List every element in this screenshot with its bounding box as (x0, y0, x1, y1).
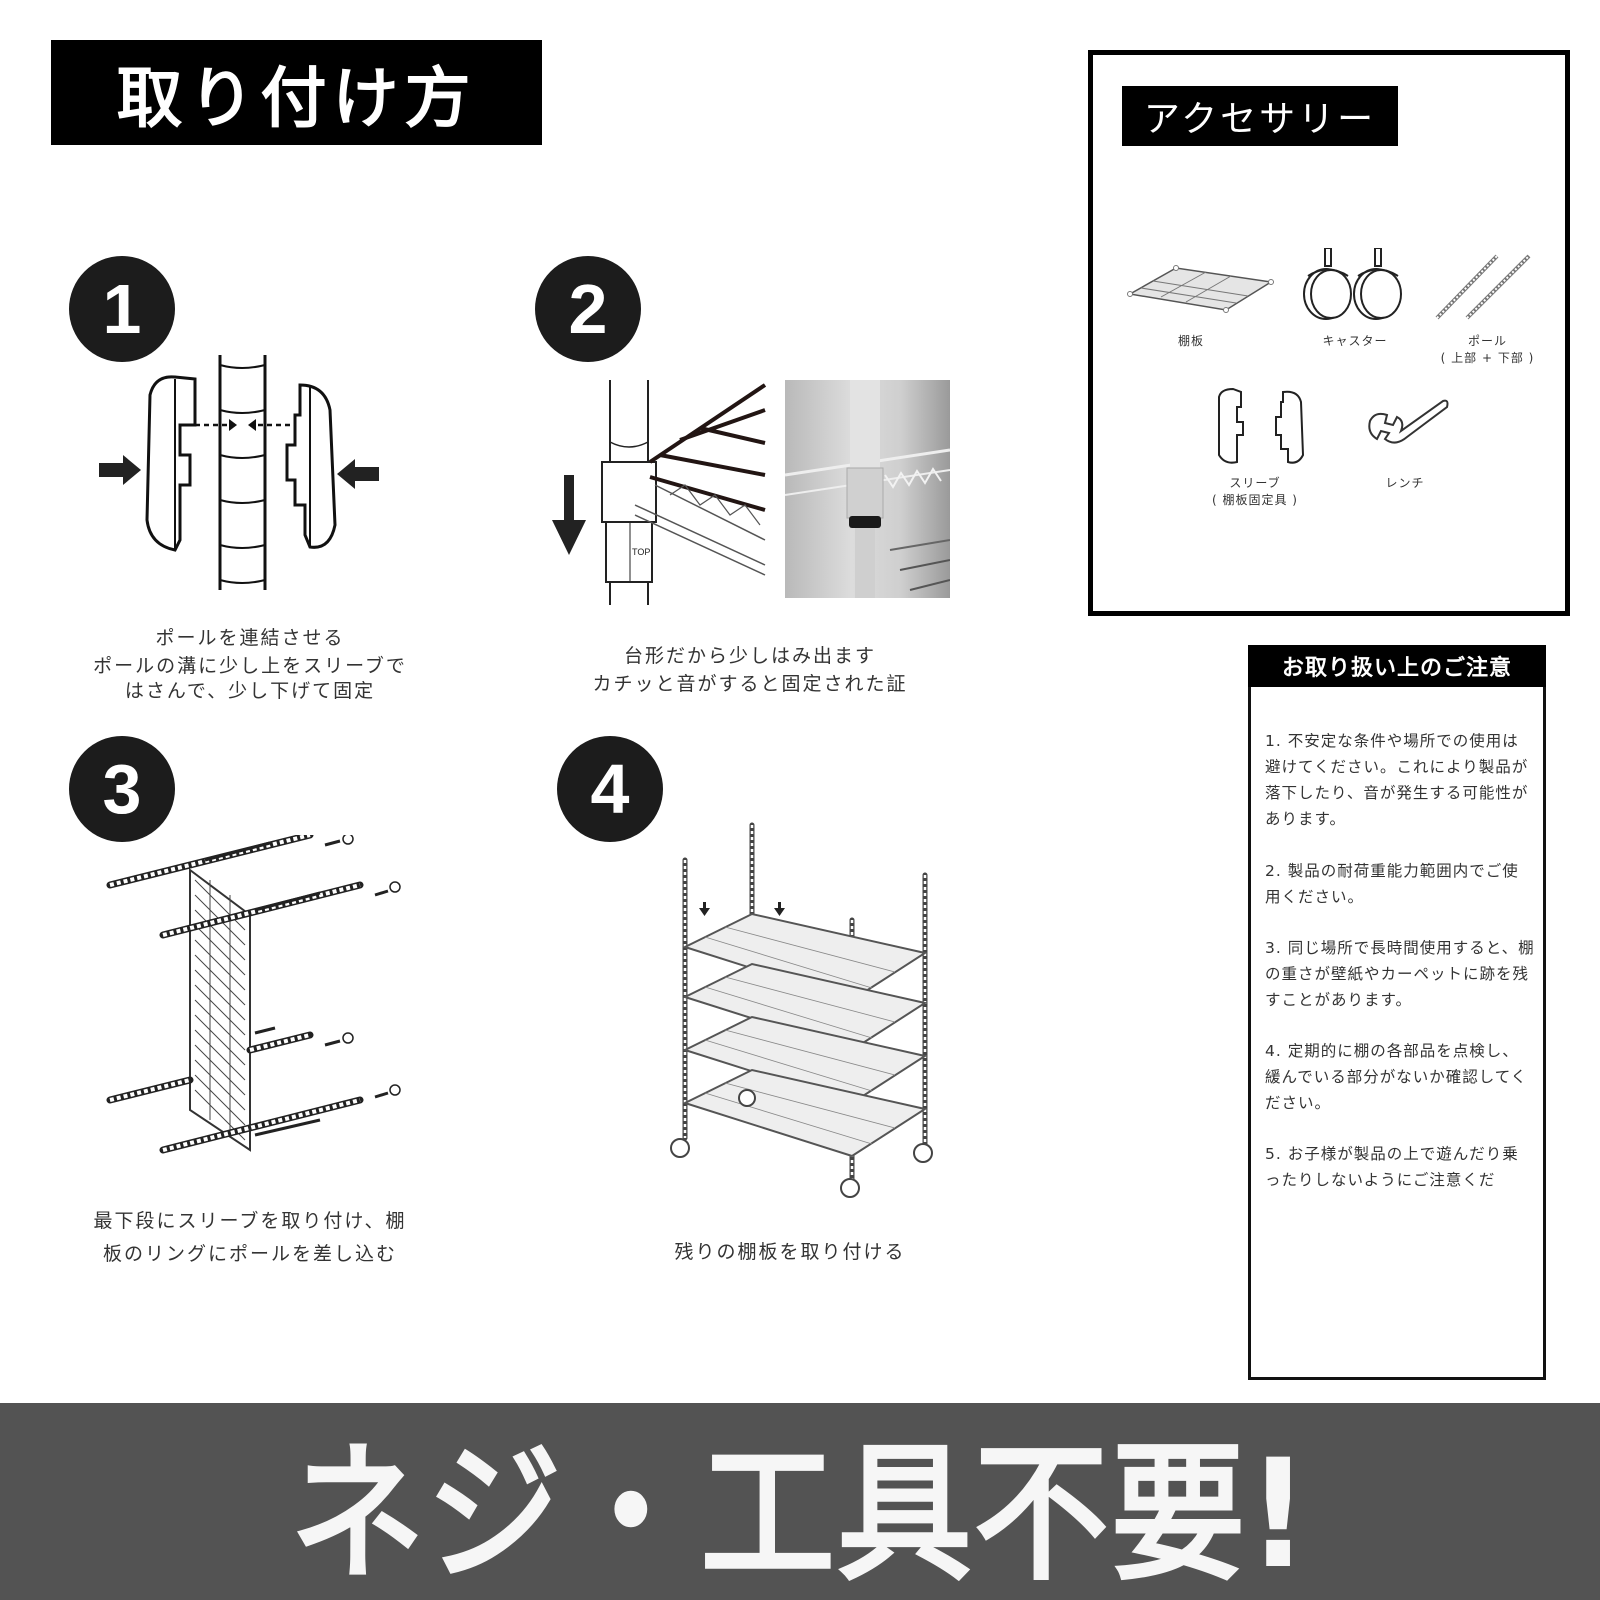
caution-title: お取り扱い上のご注意 (1248, 645, 1546, 687)
pole-label: ポール (1467, 334, 1507, 348)
accessories-title: アクセサリー (1122, 86, 1398, 146)
wire-shelf-icon (1126, 262, 1276, 314)
assembled-rack-illustration (665, 820, 935, 1200)
step-4-badge: 4 (557, 736, 663, 842)
pole-icon (1432, 253, 1532, 321)
step-3-badge: 3 (69, 736, 175, 842)
pole-sublabel: ( 上部 + 下部 ) (1440, 351, 1535, 365)
step-2-caption-line: 台形だから少しはみ出ます (623, 645, 876, 667)
step-1-caption-line: ポールを連結させる (155, 627, 345, 649)
sleeve-sublabel: ( 棚板固定具 ) (1212, 493, 1298, 507)
caution-item: 2. 製品の耐荷重能力範囲内でご使用ください。 (1265, 862, 1519, 906)
step-2-badge: 2 (535, 256, 641, 362)
caution-item: 3. 同じ場所で長時間使用すると、棚の重さが壁紙やカーペットに跡を残すことがあり… (1265, 939, 1535, 1009)
accessory-label-sleeve: スリーブ ( 棚板固定具 ) (1200, 475, 1310, 509)
caution-panel (1248, 645, 1546, 1380)
caster-icon (1298, 248, 1408, 320)
wrench-icon (1365, 393, 1450, 453)
step-1-caption: ポールを連結させる ポールの溝に少し上をスリーブで はさんで、少し下げて固定 (60, 624, 440, 705)
bottom-shelf-poles-illustration (105, 835, 405, 1170)
sleeve-icon (1213, 387, 1318, 467)
step-4-caption-line: 残りの棚板を取り付ける (674, 1241, 906, 1263)
caution-item: 4. 定期的に棚の各部品を点検し、緩んでいる部分がないか確認してください。 (1265, 1042, 1528, 1112)
sleeve-label: スリーブ (1229, 476, 1281, 490)
step-1-caption-line: はさんで、少し下げて固定 (124, 680, 376, 702)
step-2-caption: 台形だから少しはみ出ます カチッと音がすると固定された証 (580, 642, 920, 698)
step-3-caption-line: 板のリングにポールを差し込む (102, 1243, 397, 1265)
step-1-caption-line: ポールの溝に少し上をスリーブで (93, 655, 407, 677)
step-4-caption: 残りの棚板を取り付ける (600, 1238, 980, 1266)
accessory-label-wrench: レンチ (1385, 476, 1425, 490)
banner-text: ネジ・工具不要! (289, 1428, 1311, 1600)
accessory-label-shelf: 棚板 (1177, 334, 1204, 348)
page-title: 取り付け方 (51, 40, 542, 145)
accessory-label-caster: キャスター (1322, 334, 1388, 348)
accessory-label-pole: ポール ( 上部 + 下部 ) (1425, 333, 1550, 367)
step-2-caption-line: カチッと音がすると固定された証 (592, 673, 908, 695)
step-3-caption-line: 最下段にスリーブを取り付け、棚 (93, 1210, 407, 1232)
top-label: TOP (632, 547, 650, 557)
caution-item: 5. お子様が製品の上で遊んだり乗ったりしないようにご注意くだ (1265, 1145, 1519, 1189)
step-3-caption: 最下段にスリーブを取り付け、棚 板のリングにポールを差し込む (60, 1205, 440, 1271)
caution-item: 1. 不安定な条件や場所での使用は避けてください。これにより製品が落下したり、音… (1265, 732, 1529, 828)
sleeve-closeup-photo (785, 380, 950, 598)
step-1-badge: 1 (69, 256, 175, 362)
no-tools-banner: ネジ・工具不要! (0, 1403, 1600, 1600)
shelf-slide-down-illustration: TOP (550, 380, 770, 605)
pole-sleeve-connect-illustration (95, 355, 385, 595)
